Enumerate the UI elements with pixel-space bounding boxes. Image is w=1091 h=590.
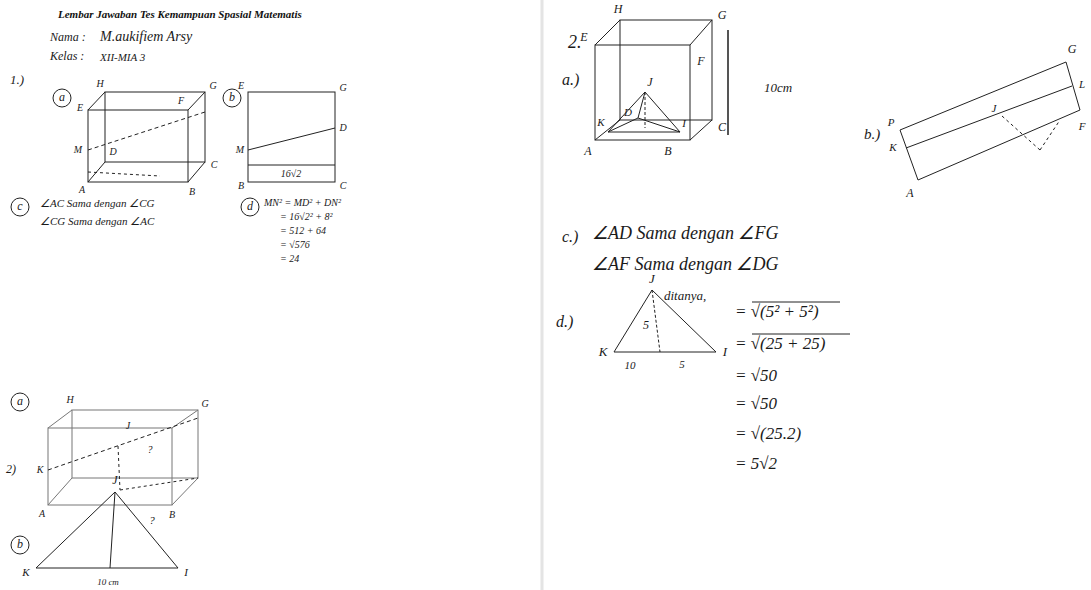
handwritten-label: b [229, 91, 235, 105]
handwritten-label: M.aukifiem Arsy [100, 29, 192, 45]
handwritten-label: H [614, 3, 623, 17]
handwritten-label: 5 [643, 319, 649, 333]
handwritten-label: B [169, 509, 175, 521]
handwritten-label: D [624, 106, 632, 119]
handwritten-label: B [189, 186, 195, 198]
handwritten-label: b.) [864, 126, 880, 143]
handwritten-label: ∠AD Sama dengan ∠FG [592, 223, 778, 244]
handwritten-label: G [718, 9, 727, 23]
handwritten-label: ∠AC Sama dengan ∠CG [40, 197, 154, 210]
handwritten-label: = √50 [735, 394, 777, 414]
handwritten-label: B [664, 145, 671, 159]
handwritten-label: b [17, 538, 23, 552]
item-circle [241, 198, 259, 216]
handwritten-label: 16√2 [281, 168, 302, 180]
handwritten-label: = 512 + 64 [280, 225, 326, 237]
handwritten-label: 2. [568, 32, 582, 53]
handwritten-label: J [992, 102, 997, 115]
handwritten-label: c [17, 200, 22, 214]
handwritten-label: = 24 [280, 253, 299, 265]
handwritten-label: C [340, 180, 347, 192]
handwritten-label: G [201, 398, 208, 410]
handwritten-label: c.) [562, 228, 578, 246]
handwritten-label: a [17, 395, 23, 409]
handwritten-label: A [584, 145, 591, 159]
handwritten-label: 10cm [764, 81, 792, 96]
handwritten-label: = 5√2 [735, 454, 777, 474]
handwritten-label: MN² = MD² + DN² [264, 197, 341, 209]
handwritten-label: = 16√2² + 8² [280, 211, 332, 223]
handwritten-label: 2) [6, 463, 16, 477]
handwritten-label: K [889, 141, 896, 154]
handwritten-label: A [906, 187, 913, 201]
handwritten-label: = √(25 + 25) [735, 334, 825, 354]
handwritten-label: F [697, 55, 704, 69]
handwritten-label: ∠CG Sama dengan ∠AC [40, 215, 154, 228]
handwritten-label: XII-MIA 3 [100, 51, 145, 64]
handwritten-label: G [339, 82, 346, 94]
item-circle [223, 89, 241, 107]
handwritten-label: F [178, 95, 184, 107]
handwritten-label: K [37, 464, 44, 476]
handwritten-label: = √(5² + 5²) [735, 302, 819, 322]
handwritten-label: H [96, 78, 103, 90]
handwritten-label: I [682, 117, 686, 130]
handwritten-label: 5 [679, 358, 685, 371]
handwritten-label: A [79, 184, 85, 196]
handwritten-label: a [59, 91, 65, 105]
handwritten-label: M [236, 144, 244, 156]
item-circle [11, 393, 29, 411]
handwritten-label: ? [149, 514, 155, 527]
item-circle [53, 89, 71, 107]
handwritten-label: E [238, 80, 244, 92]
handwritten-label: M [74, 144, 82, 156]
handwritten-label: ? [148, 444, 153, 456]
handwritten-label: C [211, 159, 218, 171]
handwritten-label: E [77, 102, 83, 114]
handwritten-label: ditanya, [664, 289, 706, 304]
handwritten-label: K [597, 116, 604, 129]
item-circle [11, 198, 29, 216]
handwritten-label: d [247, 200, 253, 214]
handwritten-label: 1.) [10, 73, 24, 88]
handwritten-label: = √576 [280, 239, 310, 251]
handwritten-label: B [238, 180, 244, 192]
handwritten-label: = √50 [735, 366, 777, 386]
handwritten-label: L [1079, 78, 1085, 91]
handwritten-label: I [184, 566, 188, 579]
handwritten-label: J [126, 420, 130, 432]
handwritten-label: H [66, 394, 73, 406]
handwritten-label: G [209, 80, 216, 92]
handwritten-label: J [112, 474, 117, 488]
handwritten-label: J [647, 76, 652, 90]
handwritten-label: F [1079, 120, 1086, 133]
handwritten-label: 10 [625, 359, 636, 372]
handwritten-label: 10 cm [97, 577, 119, 587]
handwritten-label: d.) [556, 313, 573, 331]
handwritten-label: D [339, 122, 346, 134]
handwritten-label: D [109, 146, 116, 158]
handwritten-label: a.) [562, 71, 579, 89]
handwritten-label: K [599, 345, 608, 360]
handwritten-label: ∠AF Sama dengan ∠DG [592, 254, 778, 275]
item-circle [11, 536, 29, 554]
handwritten-label: J [649, 272, 655, 287]
handwritten-label: = √(25.2) [735, 424, 801, 444]
handwritten-label: I [723, 345, 727, 360]
handwritten-label: Nama : [50, 31, 86, 45]
handwritten-label: A [39, 508, 45, 520]
handwritten-label: C [718, 121, 726, 135]
handwritten-label: Kelas : [50, 50, 84, 64]
sheet-title: Lembar Jawaban Tes Kemampuan Spasial Mat… [58, 8, 302, 21]
handwritten-label: P [888, 116, 895, 129]
handwritten-label: K [22, 566, 29, 579]
handwritten-label: G [1068, 43, 1077, 57]
handwritten-label: E [580, 31, 587, 45]
